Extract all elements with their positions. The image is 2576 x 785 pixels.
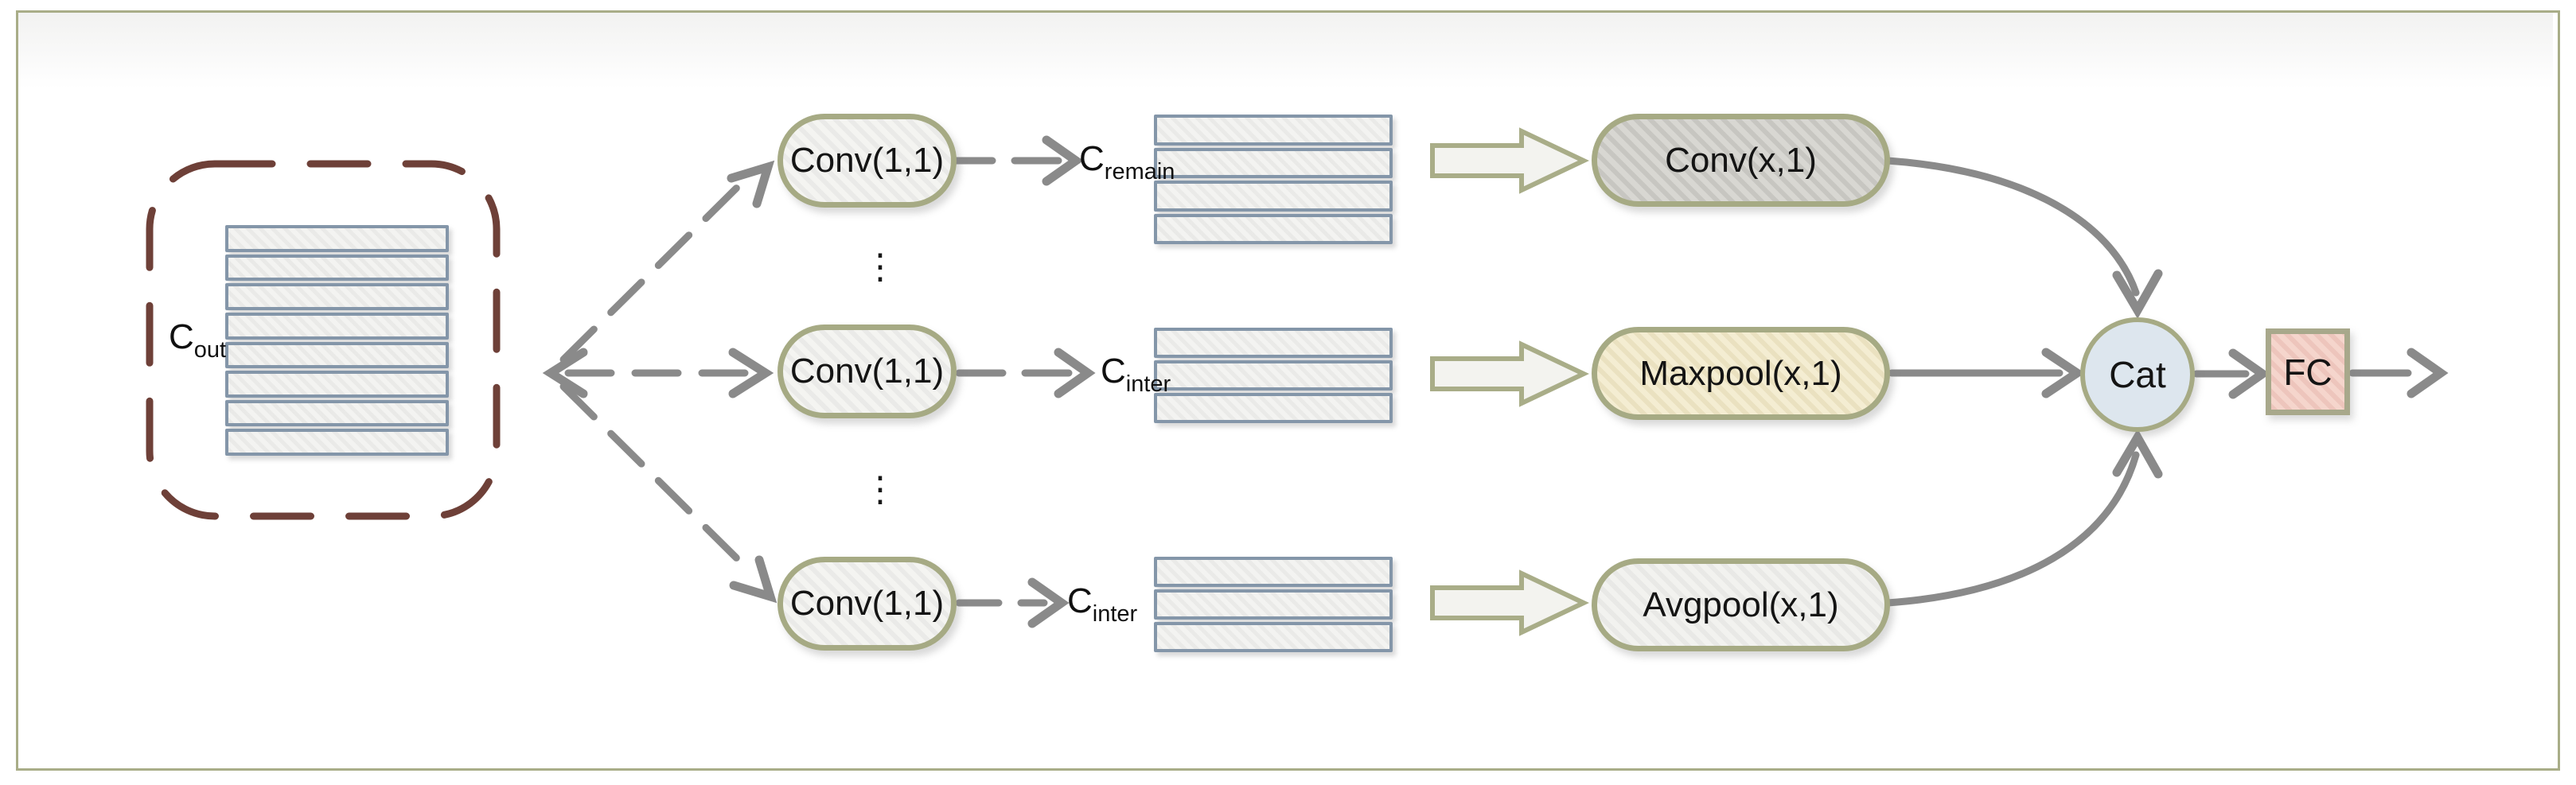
branch-split-arrows [542, 160, 777, 604]
label-subscript: inter [1125, 371, 1171, 397]
block-arrow-row1-icon [1430, 127, 1589, 194]
arrowhead-row2-icon [1054, 348, 1096, 398]
feature-map-bar [1154, 115, 1393, 146]
feature-map-bar [1154, 393, 1393, 423]
feature-map-bar [225, 341, 449, 369]
feature-map-bar [225, 429, 449, 456]
feature-map-bar [1154, 557, 1393, 587]
split-line-top [559, 174, 750, 363]
label-base: C [1079, 139, 1105, 178]
input-channel-label: Cout [169, 317, 226, 363]
conv11-label: Conv(1,1) [789, 584, 945, 623]
feature-map-bar [1154, 589, 1393, 620]
label-base: C [1067, 581, 1093, 620]
arrowhead-cat-top-icon [2112, 269, 2163, 319]
conv-to-label-arrows [945, 135, 1096, 628]
arrowhead-into-top-conv-icon [727, 160, 775, 208]
split-line-bottom [559, 383, 750, 572]
branch-feature-stack-middle [1154, 328, 1393, 423]
conv11-label: Conv(1,1) [789, 141, 945, 180]
background-gradient [18, 13, 2553, 88]
feature-map-bar [225, 371, 449, 398]
fc-node: FC [2266, 328, 2350, 415]
arrowhead-left-icon [542, 348, 588, 398]
merge-connectors [1884, 157, 2449, 607]
conv11-node-top: Conv(1,1) [777, 114, 957, 208]
input-label-base: C [169, 317, 194, 356]
input-label-subscript: out [193, 337, 227, 363]
feature-map-bar [1154, 147, 1393, 178]
feature-map-bar [225, 225, 449, 252]
conv11-label: Conv(1,1) [789, 352, 945, 391]
input-feature-stack [225, 225, 449, 456]
block-arrow-row3-icon [1430, 569, 1589, 636]
feature-map-bar [1154, 622, 1393, 652]
block-arrows [1430, 127, 1589, 636]
curve-convx-to-cat [1884, 157, 2140, 297]
arrowhead-cat-bottom-icon [2112, 429, 2163, 479]
concat-node: Cat [2080, 317, 2195, 432]
channel-label-remain: Cremain [1079, 139, 1175, 185]
label-base: C [1101, 352, 1126, 391]
feature-map-bar [225, 312, 449, 340]
feature-map-bar [1154, 360, 1393, 391]
branch-feature-stack-bottom [1154, 557, 1393, 652]
block-arrow-row2-icon [1430, 340, 1589, 407]
fc-label: FC [2283, 351, 2332, 393]
channel-label-inter-bottom: Cinter [1067, 581, 1137, 628]
maxpool-node: Maxpool(x,1) [1592, 327, 1890, 420]
feature-map-bar [225, 283, 449, 310]
conv11-node-bottom: Conv(1,1) [777, 557, 957, 651]
ellipsis-upper: ⋮ [863, 247, 898, 286]
conv11-node-middle: Conv(1,1) [777, 324, 957, 418]
concat-label: Cat [2109, 354, 2166, 395]
curve-avgpool-to-cat [1884, 451, 2140, 607]
feature-map-bar [1154, 181, 1393, 212]
arrowhead-row1-icon [1042, 135, 1084, 186]
label-subscript: inter [1092, 601, 1138, 627]
input-region-dashed-outline [146, 160, 501, 520]
feature-map-bar [225, 399, 449, 427]
arrowhead-fc-icon [2228, 348, 2270, 399]
convx1-node: Conv(x,1) [1592, 114, 1890, 207]
arrowhead-output-icon [2406, 348, 2449, 398]
branch-feature-stack-top [1154, 115, 1393, 244]
arrowhead-cat-left-icon [2041, 348, 2085, 398]
maxpool-label: Maxpool(x,1) [1639, 353, 1842, 393]
feature-map-bar [1154, 213, 1393, 244]
arrowhead-row3-icon [1027, 577, 1070, 628]
arrowhead-into-bottom-conv-icon [729, 555, 777, 604]
arrowhead-into-middle-conv-icon [728, 348, 774, 398]
label-subscript: remain [1104, 159, 1175, 185]
convx1-label: Conv(x,1) [1665, 140, 1817, 180]
avgpool-node: Avgpool(x,1) [1592, 558, 1890, 651]
feature-map-bar [1154, 328, 1393, 358]
channel-label-inter-middle: Cinter [1101, 352, 1171, 398]
ellipsis-lower: ⋮ [863, 470, 898, 509]
avgpool-label: Avgpool(x,1) [1643, 585, 1839, 624]
feature-map-bar [225, 254, 449, 282]
